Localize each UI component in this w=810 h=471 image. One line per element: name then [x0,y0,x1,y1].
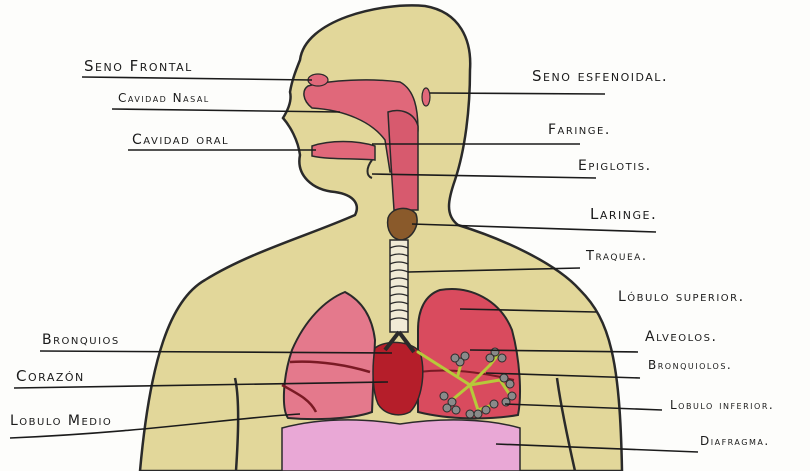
diaphragm-shape [282,420,520,471]
label-faringe: Faringe. [548,123,611,137]
label-cavidad-nasal: Cavidad Nasal [118,92,210,104]
pharynx-shape [388,111,418,210]
label-diafragma: Diafragma. [700,435,770,447]
label-traquea: Traquea. [586,250,647,263]
label-lobulo-superior: Lóbulo superior. [618,290,745,304]
label-corazon: Corazón [16,369,85,384]
oral-cavity-shape [312,142,375,161]
leader-seno-frontal [82,77,312,80]
label-bronquiolos: Bronquiolos. [648,359,732,371]
label-laringe: Laringe. [590,207,657,222]
leader-seno-esfenoidal [430,93,605,94]
label-alveolos: Alveolos. [645,330,717,344]
label-seno-esfenoidal: Seno esfenoidal. [532,69,668,84]
label-cavidad-oral: Cavidad oral [132,133,229,147]
sphenoid-sinus [422,88,430,106]
label-seno-frontal: Seno Frontal [84,59,193,74]
label-bronquios: Bronquios [42,333,120,347]
label-lobulo-inferior: Lobulo inferior. [670,399,774,411]
label-lobulo-medio: Lobulo Medio [10,414,112,428]
label-epiglotis: Epiglotis. [578,159,652,173]
